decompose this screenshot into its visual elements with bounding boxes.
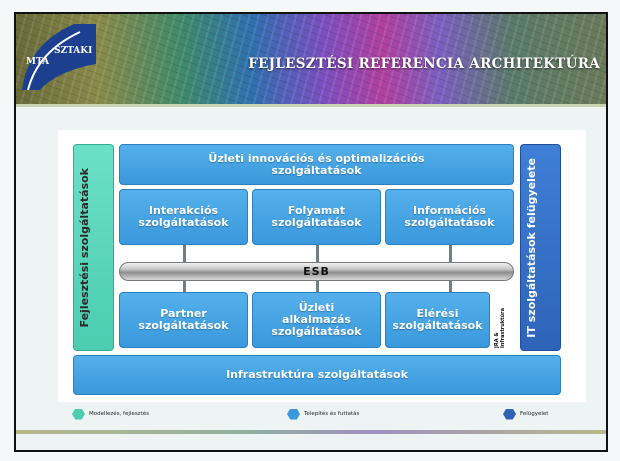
legend-label: Felügyelet [520,411,549,417]
legend-hexagon-icon [287,408,300,420]
legend-item-felugyelet: Felügyelet [503,407,548,421]
it-felugyelet-label: IT szolgáltatások felügyelete [524,157,538,338]
legend-item-modellezes: Modellezés, fejlesztés [72,407,149,421]
esb-bus: ESB [119,262,514,281]
fejlesztesi-box: Fejlesztési szolgáltatások [73,144,114,351]
logo-right-text: SZTAKI [54,46,92,56]
interakcios-label: Interakciós szolgáltatások [138,204,229,229]
logo-left-text: MTA [26,57,50,67]
folyamat-label: Folyamat szolgáltatások [271,204,362,229]
eleresi-box: Elérési szolgáltatások [385,292,490,348]
informacios-label: Információs szolgáltatások [404,204,495,229]
uzleti-alkalmazas-box: Üzleti alkalmazás szolgáltatások [252,292,381,348]
footer-divider [16,430,606,434]
partner-box: Partner szolgáltatások [119,292,248,348]
legend-hexagon-icon [72,408,85,420]
jra-infrastruktura-label-box: JRA & Infrastruktúra [491,300,509,348]
infrastruktura-box: Infrastruktúra szolgáltatások [73,355,561,395]
footer [16,434,606,450]
page-title: FEJLESZTÉSI REFERENCIA ARCHITEKTÚRA [248,56,600,72]
jra-infrastruktura-label: JRA & Infrastruktúra [494,308,506,348]
legend-label: Modellezés, fejlesztés [89,411,149,417]
mta-sztaki-logo: MTA SZTAKI [22,24,96,91]
partner-label: Partner szolgáltatások [138,307,229,332]
uzleti-innovacios-label: Üzleti innovációs és optimalizációs szol… [208,151,425,177]
fejlesztesi-label: Fejlesztési szolgáltatások [77,167,91,328]
folyamat-box: Folyamat szolgáltatások [252,189,381,245]
uzleti-alkalmazas-label: Üzleti alkalmazás szolgáltatások [271,301,362,338]
legend-label: Telepítés és futtatás [304,411,360,417]
legend-hexagon-icon [503,408,516,420]
eleresi-label: Elérési szolgáltatások [392,307,483,332]
infrastruktura-label: Infrastruktúra szolgáltatások [226,368,408,381]
it-felugyelet-box: IT szolgáltatások felügyelete [520,144,561,351]
legend-item-telepites: Telepítés és futtatás [287,407,359,421]
header-divider [16,104,606,107]
header-banner [16,14,606,104]
informacios-box: Információs szolgáltatások [385,189,514,245]
uzleti-innovacios-box: Üzleti innovációs és optimalizációs szol… [119,144,514,185]
interakcios-box: Interakciós szolgáltatások [119,189,248,245]
